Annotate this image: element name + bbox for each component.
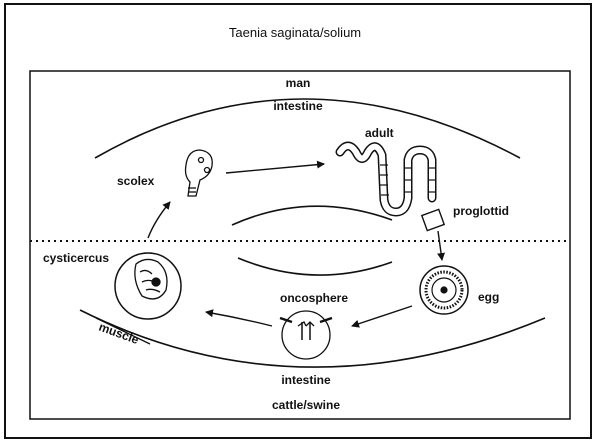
arrow-cysticercus-to-scolex (148, 202, 170, 238)
arrow-oncosphere-to-cysticercus (206, 312, 272, 326)
label-proglottid: proglottid (453, 204, 509, 218)
label-adult: adult (365, 126, 394, 140)
label-oncosphere: oncosphere (280, 291, 348, 305)
adult-worm-illustration (340, 146, 444, 231)
center-arc-lower (238, 258, 392, 275)
label-cattle-swine: cattle/swine (272, 398, 340, 412)
label-intestine-top: intestine (273, 99, 323, 113)
label-intestine-bottom: intestine (281, 373, 331, 387)
diagram-title: Taenia saginata/solium (229, 25, 361, 40)
arrow-proglottid-to-egg (438, 231, 442, 260)
cysticercus-illustration (115, 253, 181, 319)
arrow-egg-to-oncosphere (352, 306, 412, 326)
center-arc-upper (232, 206, 392, 225)
label-egg: egg (478, 290, 499, 304)
label-man: man (286, 76, 311, 90)
scolex-illustration (186, 150, 213, 196)
label-cysticercus: cysticercus (43, 251, 109, 265)
egg-illustration (420, 266, 468, 314)
label-muscle: muscle (97, 320, 141, 347)
arrow-scolex-to-adult (226, 164, 324, 173)
label-scolex: scolex (117, 174, 155, 188)
oncosphere-illustration (280, 311, 332, 359)
